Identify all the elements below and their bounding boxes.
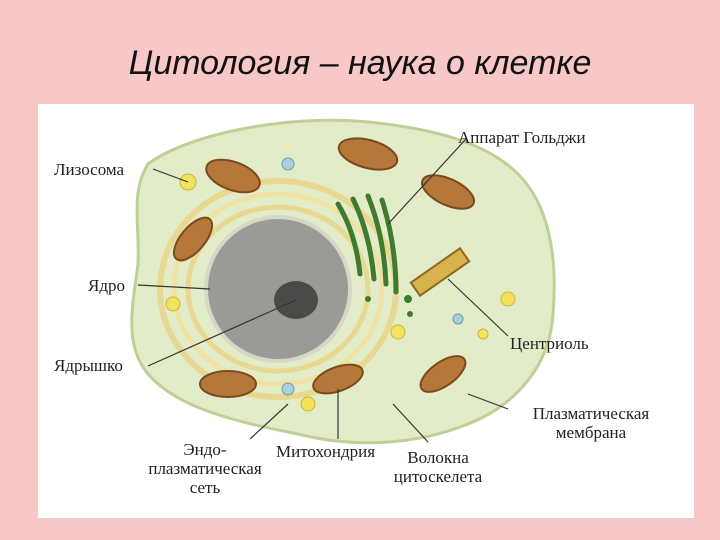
nucleus (206, 217, 350, 361)
label-plasma-membrane: Плазматическая мембрана (506, 404, 676, 442)
label-nucleolus: Ядрышко (54, 356, 123, 375)
label-cytoskeleton-line2: цитоскелета (378, 467, 498, 486)
label-nucleus: Ядро (88, 276, 125, 295)
slide-title: Цитология – наука о клетке (0, 44, 720, 83)
label-cytoskeleton: Волокна цитоскелета (378, 448, 498, 486)
cell-diagram-panel: Аппарат Гольджи Лизосома Ядро Ядрышко Це… (38, 104, 694, 518)
label-plasma-membrane-line2: мембрана (506, 423, 676, 442)
label-er: Эндо- плазматическая сеть (130, 440, 280, 497)
label-lysosome: Лизосома (54, 160, 124, 179)
label-er-line3: сеть (130, 478, 280, 497)
label-mitochondria: Митохондрия (276, 442, 375, 461)
label-er-line2: плазматическая (130, 459, 280, 478)
label-golgi: Аппарат Гольджи (458, 128, 586, 147)
label-centriole: Центриоль (510, 334, 589, 353)
label-er-line1: Эндо- (130, 440, 280, 459)
label-plasma-membrane-line1: Плазматическая (506, 404, 676, 423)
label-cytoskeleton-line1: Волокна (378, 448, 498, 467)
